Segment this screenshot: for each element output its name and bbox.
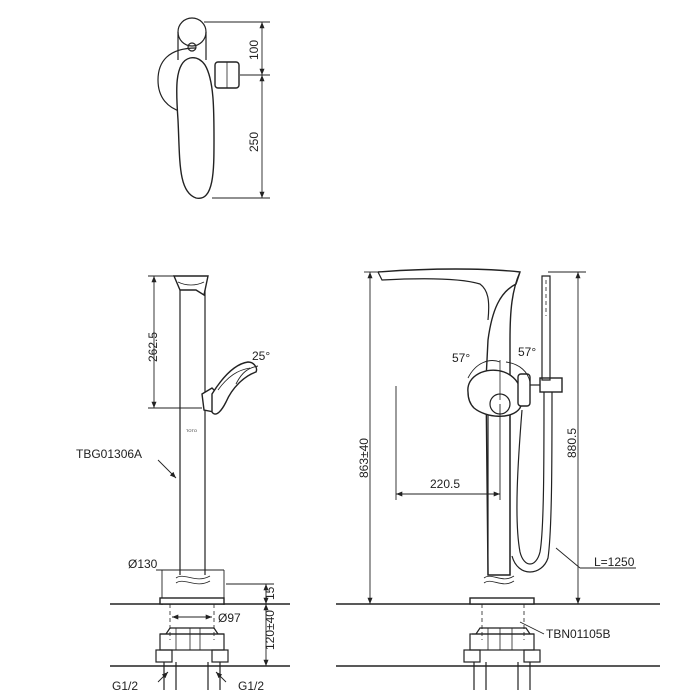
front-flange <box>469 597 535 605</box>
dim-220-5-label: 220.5 <box>430 477 460 491</box>
dim-100-label: 100 <box>247 40 261 60</box>
base-plate-outline <box>157 47 197 113</box>
angle-25-label: 25° <box>252 349 270 363</box>
spout-boss <box>177 17 207 47</box>
hose <box>516 391 545 565</box>
front-spout <box>377 268 521 576</box>
front-valve-box <box>469 633 535 651</box>
side-view: TOTO 262.5 25° TBG01306A Ø130 Ø97 <box>76 275 290 693</box>
side-lever-handle <box>211 361 258 415</box>
side-flange <box>159 597 225 605</box>
hose-length-label: L=1250 <box>594 555 635 569</box>
model-tbg-label: TBG01306A <box>76 447 142 461</box>
diameter-97-label: Ø97 <box>218 611 241 625</box>
front-lever <box>467 369 523 417</box>
dim-250-label: 250 <box>247 132 261 152</box>
angle-57-left-label: 57° <box>452 351 470 365</box>
brand-mark: TOTO <box>186 428 197 433</box>
diameter-130-label: Ø130 <box>128 557 158 571</box>
front-view: 57° 57° 863±40 880.5 220.5 L=1250 <box>336 268 660 690</box>
thread-left-label: G1/2 <box>112 679 138 693</box>
dim-15-label: 15 <box>263 586 277 600</box>
dim-863-label: 863±40 <box>357 438 371 478</box>
spout-head <box>172 275 209 297</box>
dim-262-5-label: 262.5 <box>146 332 160 362</box>
thread-right-label: G1/2 <box>238 679 264 693</box>
spout-body <box>175 56 215 199</box>
valve-tbn-label: TBN01105B <box>546 627 610 641</box>
dim-120-label: 120±40 <box>263 610 277 650</box>
side-valve-box <box>159 633 225 651</box>
boss-hole <box>187 42 197 52</box>
holder-bracket <box>517 373 531 407</box>
hand-shower <box>541 275 551 381</box>
top-view: 100 250 <box>157 17 270 199</box>
angle-57-right-label: 57° <box>518 345 536 359</box>
dim-880-5-label: 880.5 <box>565 428 579 458</box>
